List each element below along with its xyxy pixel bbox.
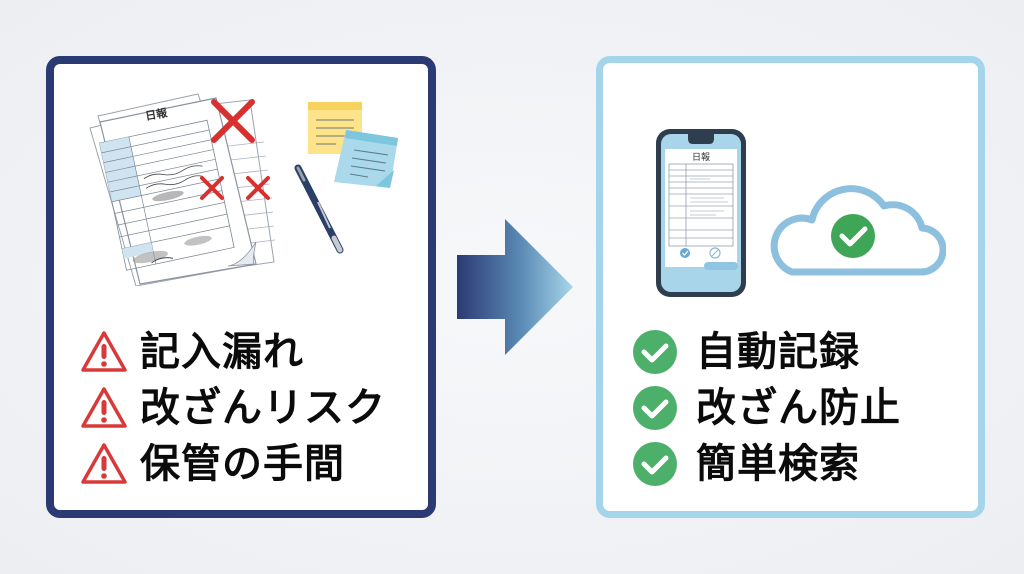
problem-item: 保管の手間	[80, 436, 386, 492]
paper-documents-icon: 日報	[89, 93, 276, 286]
warning-icon	[81, 443, 127, 484]
problems-list: 記入漏れ 改ざんリスク 保管の手間	[80, 324, 386, 492]
benefit-item: 自動記録	[632, 324, 901, 380]
problem-label: 記入漏れ	[140, 329, 304, 375]
pen-icon	[294, 164, 344, 254]
cloud-check-icon	[770, 185, 946, 276]
benefit-label: 自動記録	[696, 329, 860, 375]
problem-item: 改ざんリスク	[80, 380, 386, 436]
red-x-mark-icon	[211, 99, 255, 143]
svg-text:日報: 日報	[692, 152, 710, 162]
warning-icon	[81, 331, 127, 372]
warning-icon	[81, 387, 127, 428]
benefit-item: 簡単検索	[632, 436, 901, 492]
problem-item: 記入漏れ	[80, 324, 386, 380]
benefit-item: 改ざん防止	[632, 380, 901, 436]
problem-label: 改ざんリスク	[140, 385, 386, 431]
right-arrow-icon	[457, 219, 573, 355]
problem-label: 保管の手間	[140, 441, 345, 487]
smartphone-icon: 日報	[656, 129, 746, 297]
check-circle-icon	[633, 386, 677, 430]
benefits-list: 自動記録 改ざん防止 簡単検索	[632, 324, 901, 492]
benefit-label: 改ざん防止	[696, 385, 901, 431]
check-circle-icon	[633, 442, 677, 486]
check-circle-icon	[633, 330, 677, 374]
sticky-note-icon	[308, 102, 398, 188]
svg-text:日報: 日報	[144, 105, 169, 123]
benefit-label: 簡単検索	[696, 441, 860, 487]
